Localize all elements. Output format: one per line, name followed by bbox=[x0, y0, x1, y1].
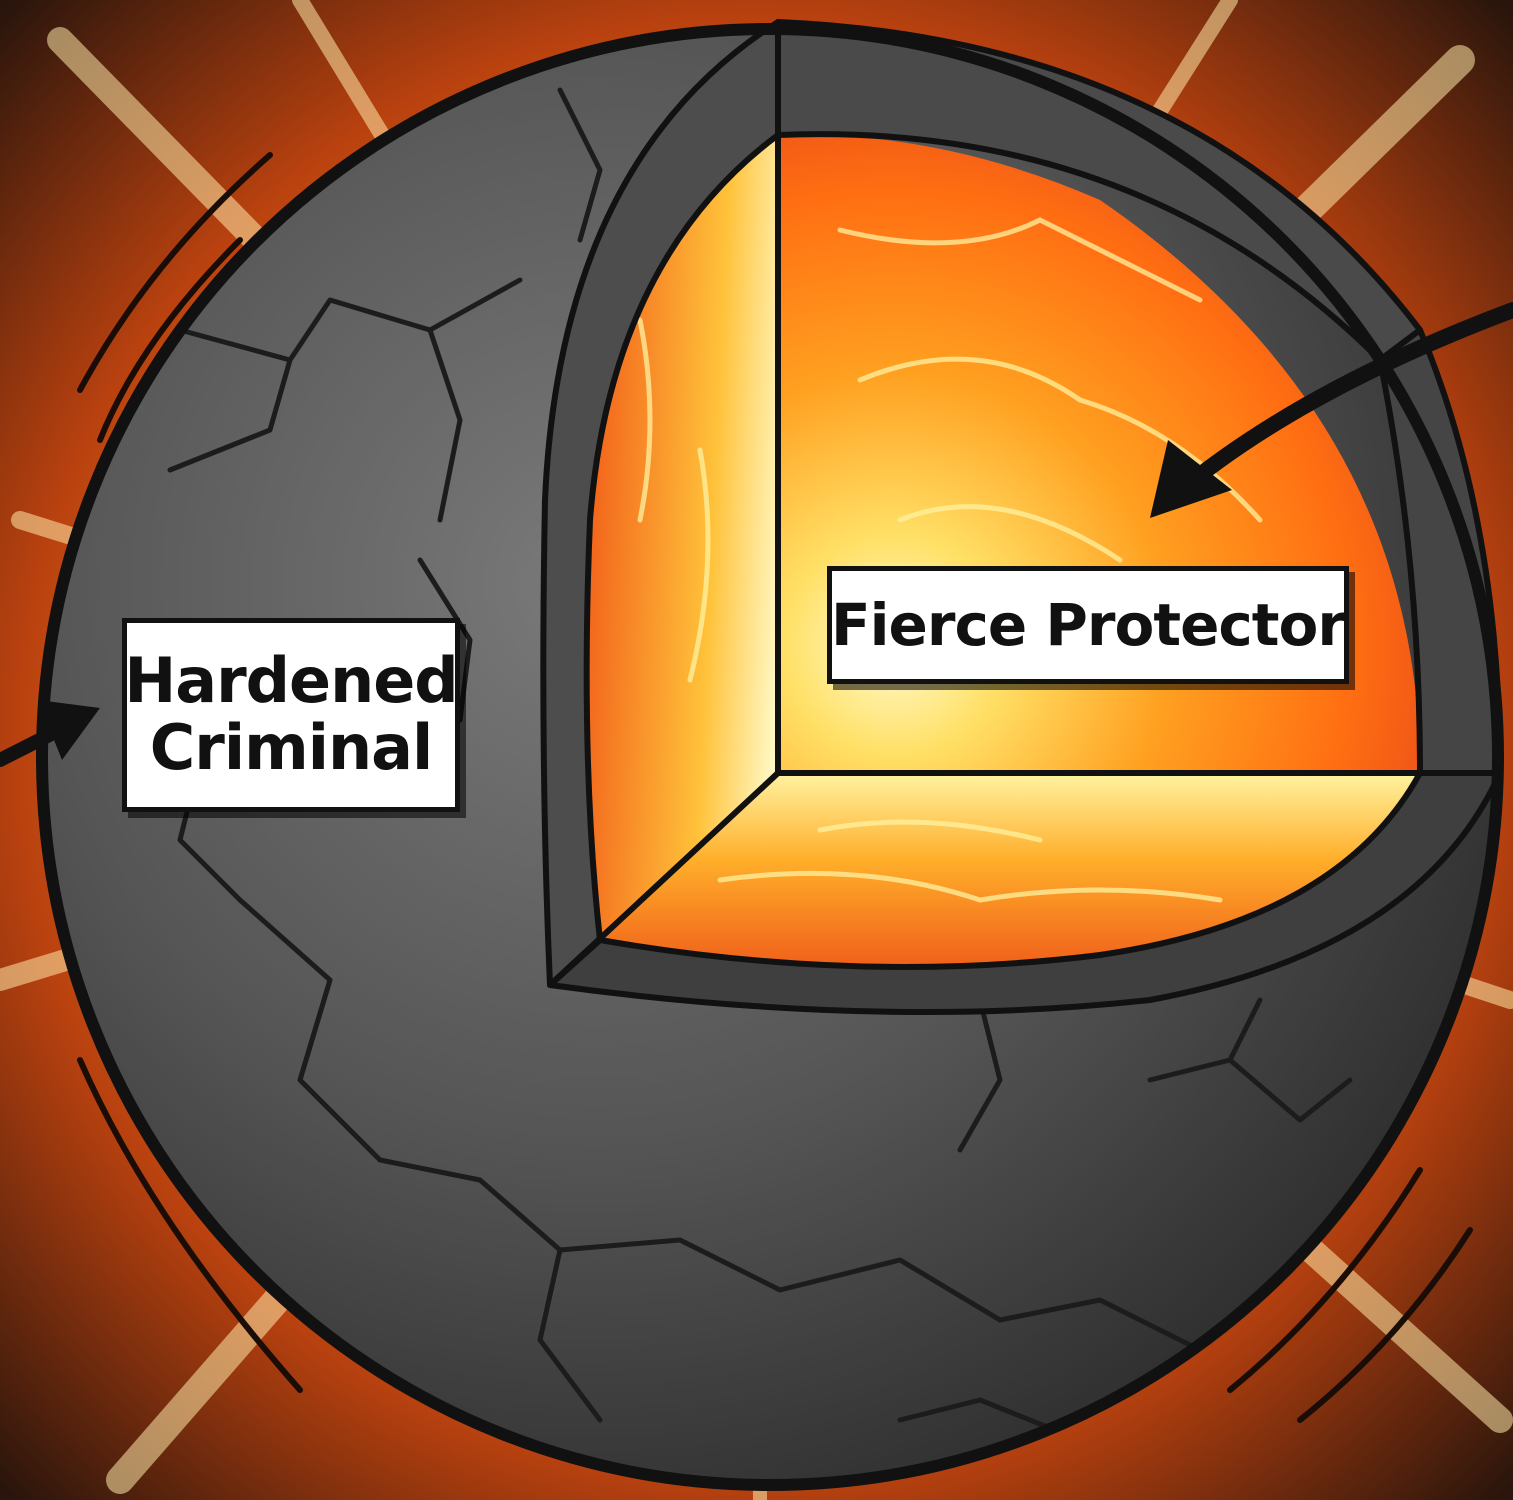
inner-core-label: Fierce Protector bbox=[827, 566, 1349, 684]
crust-rim-left bbox=[540, 19, 781, 988]
arrow-down-left-icon bbox=[1150, 302, 1513, 518]
outer-shell-label: Hardened Criminal bbox=[122, 618, 460, 812]
outer-shell-label-line1: Hardened bbox=[124, 644, 458, 718]
core-left-wall bbox=[586, 135, 778, 940]
arrow-right-icon bbox=[0, 700, 100, 767]
cut-edges bbox=[547, 22, 1500, 988]
sphere-outline bbox=[36, 23, 1504, 1491]
core-floor bbox=[600, 773, 1420, 967]
outer-shell-label-line2: Criminal bbox=[149, 711, 433, 784]
inner-core-label-text: Fierce Protector bbox=[831, 590, 1346, 659]
